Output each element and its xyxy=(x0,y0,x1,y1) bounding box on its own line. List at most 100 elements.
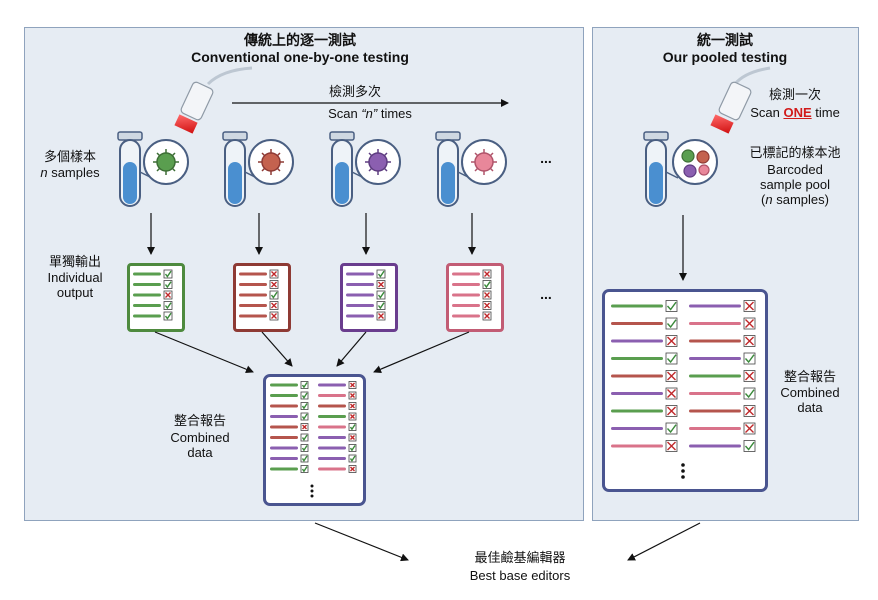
checkmark-icon xyxy=(483,281,491,289)
conventional-title-en: Conventional one-by-one testing xyxy=(191,49,409,65)
result-bar xyxy=(318,467,346,471)
result-bar xyxy=(239,314,267,318)
result-bar xyxy=(452,272,480,276)
checkmark-icon xyxy=(300,402,309,410)
checkmark-icon xyxy=(301,382,308,389)
scan-one-suffix: time xyxy=(811,105,840,120)
checkmark-icon xyxy=(163,301,173,310)
cross-icon xyxy=(667,336,676,346)
cross-icon xyxy=(271,271,277,277)
checkmark-icon xyxy=(666,424,677,434)
cross-icon xyxy=(378,281,384,288)
checkmark-icon xyxy=(349,455,356,463)
checkmark-icon xyxy=(163,311,173,321)
checkmark-icon xyxy=(270,291,278,299)
checkmark-icon xyxy=(300,465,309,473)
cross-icon xyxy=(271,313,277,319)
result-bar xyxy=(318,404,346,408)
cross-icon xyxy=(484,271,490,277)
checkmark-icon xyxy=(665,300,678,312)
samples-n: n xyxy=(40,165,48,180)
result-bar xyxy=(270,415,298,418)
result-bar xyxy=(270,436,298,439)
checkmark-icon xyxy=(666,319,677,329)
checkmark-icon xyxy=(164,302,172,310)
checkmark-icon xyxy=(744,441,755,451)
checkmark-icon xyxy=(300,381,309,389)
cross-icon xyxy=(271,302,277,309)
checkmark-icon xyxy=(301,445,308,452)
result-bar xyxy=(318,415,346,418)
cross-icon xyxy=(667,389,676,398)
result-bar xyxy=(318,457,346,460)
scan-prefix: Scan xyxy=(328,106,362,121)
result-bar xyxy=(689,339,741,343)
checkmark-icon xyxy=(164,281,172,289)
result-bar xyxy=(270,383,298,387)
checkmark-icon xyxy=(743,352,756,365)
result-bar xyxy=(611,339,663,343)
checkmark-icon xyxy=(348,444,357,452)
scan-suffix: times xyxy=(377,106,412,121)
result-bar xyxy=(611,357,663,360)
checkmark-icon xyxy=(376,301,386,310)
checkmark-icon xyxy=(164,312,172,320)
checkmark-icon xyxy=(300,454,309,463)
ellipsis: ... xyxy=(540,286,552,302)
cross-icon xyxy=(350,414,355,419)
result-bar xyxy=(689,374,741,378)
scanner-icon xyxy=(710,66,771,134)
combined-en: Combined xyxy=(170,430,230,445)
result-bar xyxy=(689,427,741,430)
cross-icon xyxy=(667,406,676,416)
scanner-icon xyxy=(174,66,253,134)
checkmark-icon xyxy=(665,422,678,435)
checkmark-icon xyxy=(666,301,677,311)
result-bar xyxy=(133,293,161,297)
scan-many-en: Scan “n” times xyxy=(300,106,440,122)
result-bar xyxy=(452,304,480,307)
checkmark-icon xyxy=(301,434,308,442)
cross-icon xyxy=(745,336,754,346)
checkmark-icon xyxy=(163,269,173,279)
checkmark-icon xyxy=(377,302,385,310)
result-bar xyxy=(689,304,741,308)
result-bar xyxy=(239,283,267,286)
pool-en: Barcoded xyxy=(767,162,823,177)
result-bar xyxy=(611,304,663,308)
checkmark-icon xyxy=(377,270,385,278)
result-bar xyxy=(318,436,346,439)
scan-one-zh: 檢測一次 xyxy=(768,87,821,102)
result-bar xyxy=(346,272,374,276)
cross-icon xyxy=(745,371,754,381)
individual-output-zh: 單獨輸出 xyxy=(48,254,101,269)
result-bar xyxy=(611,427,663,430)
cross-icon xyxy=(350,382,355,388)
result-bar xyxy=(270,404,298,408)
cross-icon xyxy=(350,393,355,398)
pool-paren: ( xyxy=(761,192,766,207)
checkmark-icon xyxy=(301,466,308,473)
scan-one-prefix: Scan xyxy=(750,105,784,120)
checkmark-icon xyxy=(377,291,385,299)
checkmark-icon xyxy=(666,354,677,364)
checkmark-icon xyxy=(301,403,308,410)
result-bar xyxy=(270,425,298,429)
checkmark-icon xyxy=(744,389,755,399)
checkmark-icon xyxy=(301,413,308,421)
cross-icon xyxy=(484,313,490,319)
result-bar xyxy=(346,314,374,318)
cross-icon xyxy=(350,466,355,472)
result-bar xyxy=(133,304,161,307)
result-bar xyxy=(239,304,267,307)
scan-one-emphasis: ONE xyxy=(783,105,812,120)
pool-zh: 已標記的樣本池 xyxy=(749,145,841,160)
checkmark-icon xyxy=(349,445,356,452)
result-bar xyxy=(689,392,741,395)
checkmark-icon xyxy=(665,317,678,330)
pooled-combined-en: Combined xyxy=(780,385,840,400)
cross-icon xyxy=(745,406,754,416)
checkmark-icon xyxy=(376,290,386,300)
result-bar xyxy=(452,314,480,318)
